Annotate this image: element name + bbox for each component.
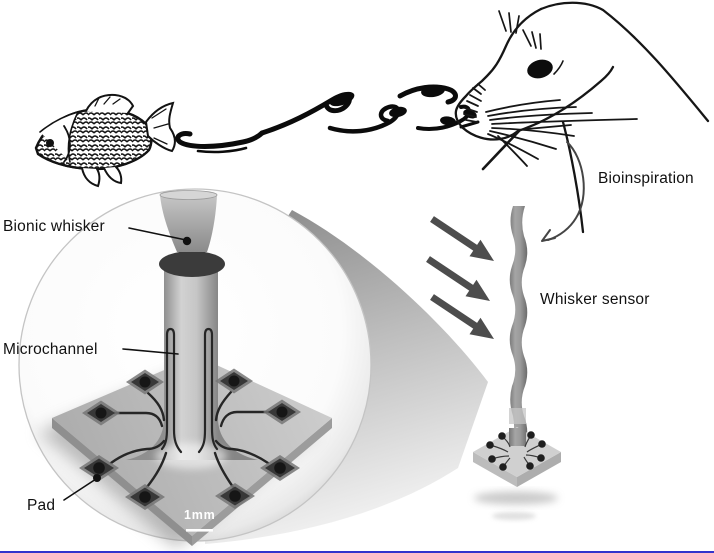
scale-bar-label: 1mm: [184, 508, 216, 522]
pad: [260, 455, 300, 481]
microchannel-traces: [109, 390, 271, 489]
bottom-rule: [0, 551, 714, 553]
scale-bar-line: [186, 529, 213, 532]
pad-label: Pad: [27, 497, 56, 514]
wake-vortices: [175, 84, 480, 154]
flow-arrow: [430, 294, 494, 339]
pad: [263, 399, 301, 425]
pad: [126, 369, 164, 395]
pad-array: [79, 368, 301, 510]
whisker-sensor-rod: [509, 206, 528, 446]
pad: [215, 368, 253, 394]
microchannel-slots: [160, 327, 219, 454]
sensor-base: [473, 427, 561, 520]
whisker-pillar: [126, 264, 258, 469]
sensor-base-pads: [486, 431, 546, 471]
seal-whiskers: [485, 99, 638, 167]
fish-illustration: [34, 93, 176, 188]
seal-illustration: [454, 1, 710, 234]
seal-muzzle-bristles: [463, 83, 486, 123]
pad: [215, 483, 255, 509]
bionic-whisker-leader: [128, 227, 192, 246]
pad: [125, 484, 165, 510]
microchannel-leader: [122, 348, 179, 355]
whisker-sensor-label: Whisker sensor: [540, 291, 650, 308]
flow-arrows: [426, 216, 494, 339]
pad-leader: [63, 474, 101, 501]
pad: [82, 400, 120, 426]
flow-arrow: [426, 256, 490, 301]
flow-arrow: [430, 216, 494, 261]
pad: [79, 455, 119, 481]
bionic-whisker-label: Bionic whisker: [3, 218, 105, 235]
bioinspiration-arrow: [541, 141, 585, 242]
microchannel-label: Microchannel: [3, 341, 98, 358]
bioinspiration-label: Bioinspiration: [598, 170, 694, 187]
